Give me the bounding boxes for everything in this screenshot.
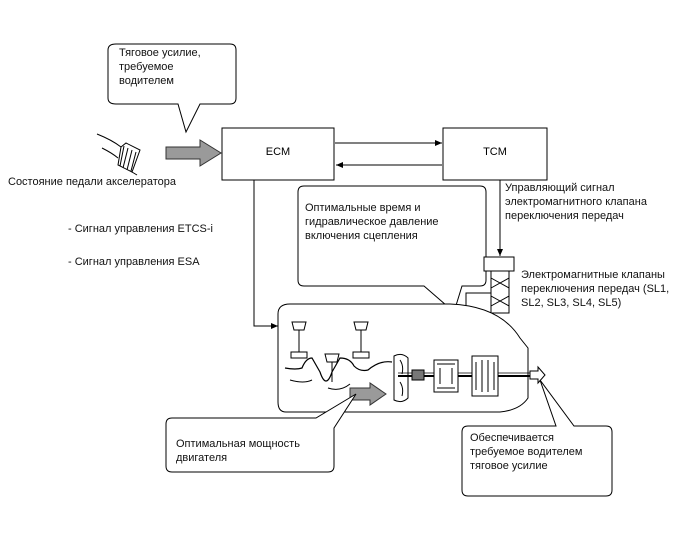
callout-output-bubble [461, 379, 613, 497]
torque-converter-icon [393, 353, 409, 403]
callout-driver-line-1: Тяговое усилие, [119, 47, 201, 59]
callout-driver-line-2: требуемое [119, 61, 174, 73]
solenoids-line-3: SL2, SL3, SL4, SL5) [521, 297, 622, 309]
gear-sets [411, 355, 499, 397]
callout-output-line-2: требуемое водителем [470, 446, 583, 458]
signal-esa: - Сигнал управления ESA [68, 256, 200, 268]
callout-driver-bubble [107, 43, 237, 134]
callout-clutch-line-1: Оптимальные время и [305, 202, 421, 214]
callout-output-line-3: тяговое усилие [470, 460, 548, 472]
callout-clutch-bubble [297, 185, 487, 313]
ecm-label: ECM [265, 146, 291, 158]
signal-etcs: - Сигнал управления ETCS-i [68, 223, 213, 235]
solenoid-valves-icon [483, 256, 515, 314]
callout-engine-line-2: двигателя [176, 452, 228, 464]
solenoids-line-2: переключения передач (SL1, [521, 283, 670, 295]
callout-driver-line-3: водителем [119, 75, 174, 87]
callout-output-line-1: Обеспечивается [470, 432, 554, 444]
ecm-box [221, 127, 335, 181]
callout-clutch-line-2: гидравлическое давление [305, 216, 439, 228]
tcm-signal-line-1: Управляющий сигнал [505, 182, 615, 194]
tcm-box [442, 127, 548, 181]
engine-power-arrow [349, 382, 387, 406]
pedal-label: Состояние педали акселератора [8, 176, 177, 188]
tcm-signal-line-2: электромагнитного клапана [505, 196, 647, 208]
accelerator-pedal-icon [96, 133, 141, 176]
callout-clutch-line-3: включения сцепления [305, 230, 418, 242]
ecm-to-transmission-line [253, 180, 278, 329]
callout-engine-line-1: Оптимальная мощность [176, 438, 300, 450]
callout-engine-bubble [165, 393, 357, 473]
control-valves [290, 321, 370, 382]
pedal-to-ecm-arrow [165, 139, 222, 167]
tcm-label: TCM [483, 146, 507, 158]
solenoids-line-1: Электромагнитные клапаны [521, 269, 665, 281]
output-arrow [529, 365, 546, 385]
tcm-signal-line-3: переключения передач [505, 210, 624, 222]
